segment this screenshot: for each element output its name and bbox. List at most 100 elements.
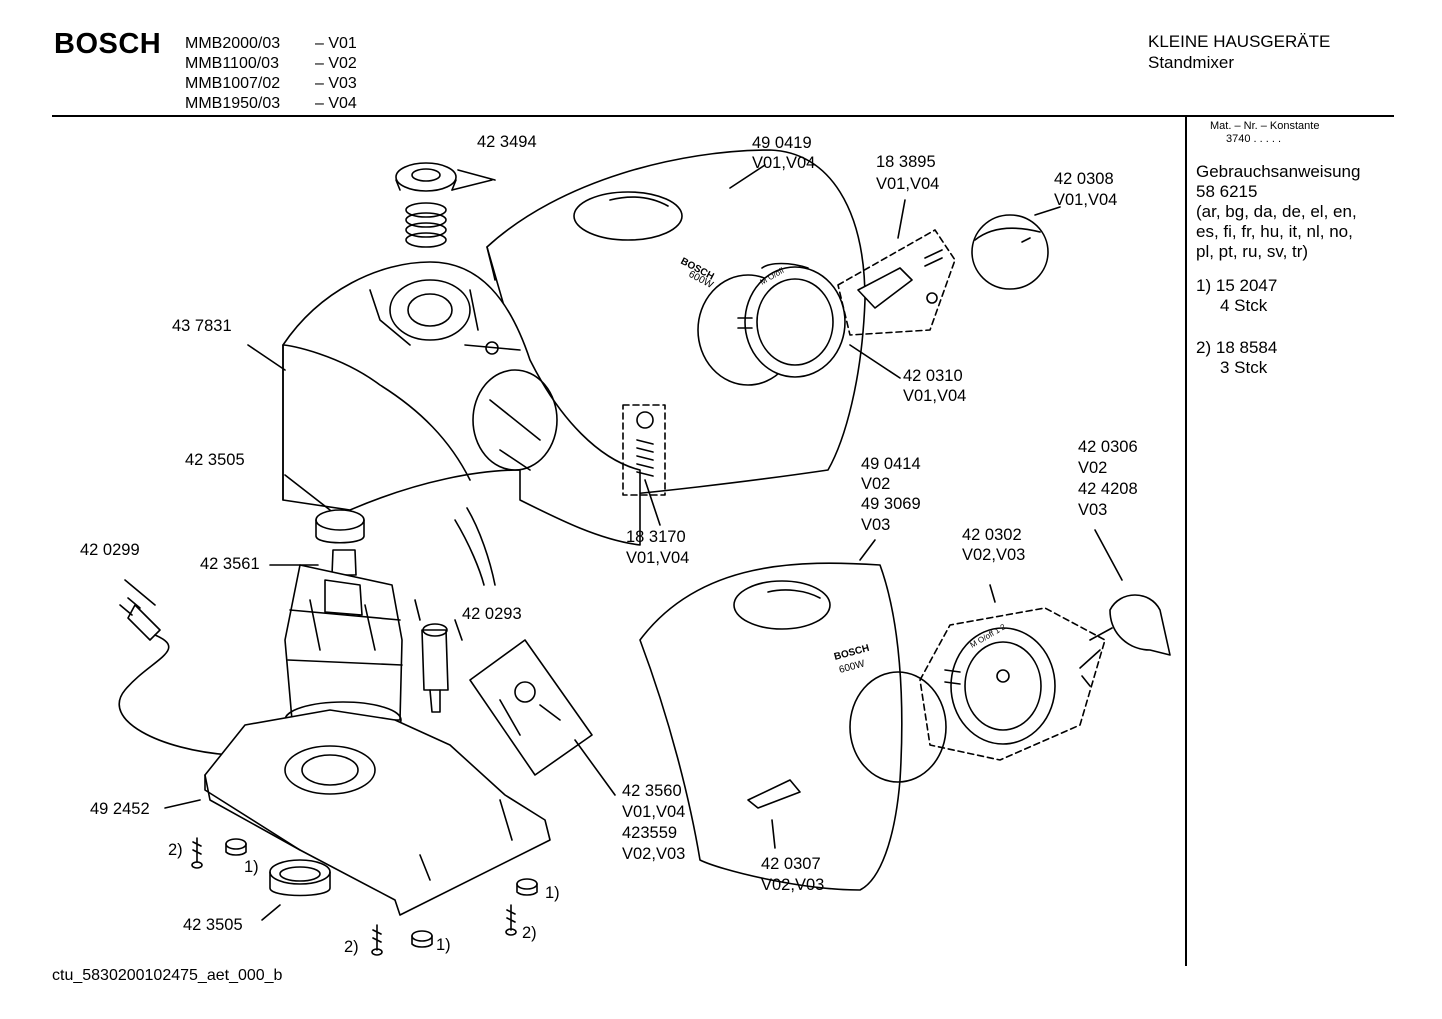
model-variant: – V03 xyxy=(315,75,357,92)
document-code: ctu_5830200102475_aet_000_b xyxy=(52,967,283,984)
manual-languages: es, fi, fr, hu, it, nl, no, xyxy=(1196,222,1353,241)
manual-number: 58 6215 xyxy=(1196,182,1258,201)
part-variant: V01,V04 xyxy=(903,387,967,405)
category-subtitle: Standmixer xyxy=(1148,53,1234,72)
footnote-marker: 2) xyxy=(168,841,183,859)
part-variant: V01,V04 xyxy=(1054,191,1118,209)
part-variant: V02,V03 xyxy=(962,546,1026,564)
part-label: 42 0310 xyxy=(903,367,963,385)
part-label: 42 0299 xyxy=(80,541,140,559)
note-key: 1) xyxy=(1196,276,1212,295)
connector-420307 xyxy=(747,779,801,849)
note-1: 1) 15 2047 xyxy=(1196,276,1386,296)
part-label: 42 0293 xyxy=(462,605,522,623)
note-1-qty: 4 Stck xyxy=(1220,296,1268,315)
part-label: 42 0302 xyxy=(962,526,1022,544)
control-board xyxy=(469,639,616,796)
footnote-marker: 2) xyxy=(344,938,359,956)
model-list: MMB2000/03 – V01 MMB1100/03 – V02 MMB1007/… xyxy=(185,34,357,114)
exploded-parts-diagram: BOSCH 600W M O/off BOSCH 600W M O/off 1 … xyxy=(118,149,1171,956)
manual-languages: (ar, bg, da, de, el, en, xyxy=(1196,202,1357,221)
note-2-qty: 3 Stck xyxy=(1220,358,1268,377)
knob-420308 xyxy=(971,206,1061,290)
part-label: 42 0307 xyxy=(761,855,821,873)
rubber-foot xyxy=(225,838,247,856)
model-row: MMB1007/02 – V03 xyxy=(185,74,357,94)
part-label: 43 7831 xyxy=(172,317,232,335)
part-label: 49 0414 xyxy=(861,455,921,473)
part-label: 42 4208 xyxy=(1078,480,1138,498)
part-label: 423559 xyxy=(622,824,678,842)
part-label: 42 3494 xyxy=(477,133,537,151)
front-cover-bottom xyxy=(639,539,947,891)
part-label: 42 3561 xyxy=(200,555,260,573)
screw xyxy=(191,837,203,869)
part-label: 42 0308 xyxy=(1054,170,1114,188)
part-label: 49 3069 xyxy=(861,495,921,513)
sidebar-divider xyxy=(1185,116,1187,966)
front-cover-dial-ring xyxy=(697,262,846,386)
main-housing xyxy=(282,261,641,586)
part-variant: V02 xyxy=(1078,459,1108,477)
switch-assembly xyxy=(837,199,956,336)
manual-languages: pl, pt, ru, sv, tr) xyxy=(1196,242,1309,261)
rubber-foot xyxy=(411,930,433,948)
part-label: 49 0419 xyxy=(752,134,812,152)
knob-420306 xyxy=(1089,529,1171,656)
mat-label: Mat. – Nr. – Konstante xyxy=(1210,120,1320,132)
footnote-marker: 2) xyxy=(522,924,537,942)
part-variant: V02 xyxy=(861,475,891,493)
note-part: 18 8584 xyxy=(1215,338,1278,357)
capacitor xyxy=(414,599,463,713)
mat-value: 3740 . . . . . xyxy=(1226,133,1282,145)
part-variant: V02,V03 xyxy=(622,845,686,863)
bearing-ring-lower xyxy=(269,859,331,897)
footnote-marker: 1) xyxy=(545,884,560,902)
header-divider xyxy=(52,115,1394,117)
rubber-foot xyxy=(516,878,538,896)
part-variant: V03 xyxy=(861,516,891,534)
spring-183170 xyxy=(622,404,666,526)
manual-title: Gebrauchsanweisung xyxy=(1196,162,1361,181)
footnote-marker: 1) xyxy=(244,858,259,876)
model-row: MMB1100/03 – V02 xyxy=(185,54,357,74)
screw xyxy=(505,904,517,936)
category-block: KLEINE HAUSGERÄTE Standmixer xyxy=(1148,31,1330,73)
note-key: 2) xyxy=(1196,338,1212,357)
part-label: 18 3170 xyxy=(626,528,686,546)
front-cover-top xyxy=(486,149,866,501)
model-row: MMB2000/03 – V01 xyxy=(185,34,357,54)
part-variant: V01,V04 xyxy=(752,154,816,172)
model-variant: – V04 xyxy=(315,95,357,112)
part-label: 18 3895 xyxy=(876,153,936,171)
model-number: MMB2000/03 xyxy=(185,35,281,52)
part-variant: V02,V03 xyxy=(761,876,825,894)
part-variant: V01,V04 xyxy=(876,175,940,193)
model-variant: – V02 xyxy=(315,55,357,72)
model-row: MMB1950/03 – V04 xyxy=(185,94,357,114)
note-part: 15 2047 xyxy=(1215,276,1278,295)
model-number: MMB1007/02 xyxy=(185,75,281,92)
screw xyxy=(371,924,383,956)
motor-assembly xyxy=(269,549,403,739)
bearing-ring xyxy=(315,509,365,544)
note-2: 2) 18 8584 xyxy=(1196,338,1386,358)
footnote-marker: 1) xyxy=(436,936,451,954)
part-label: 42 3505 xyxy=(185,451,245,469)
model-variant: – V01 xyxy=(315,35,357,52)
part-variant: V01,V04 xyxy=(626,549,690,567)
part-label: 42 3560 xyxy=(622,782,682,800)
base-plate xyxy=(164,709,551,916)
part-label: 42 0306 xyxy=(1078,438,1138,456)
category-title: KLEINE HAUSGERÄTE xyxy=(1148,32,1331,51)
dial-420302 xyxy=(919,584,1106,761)
sidebar: Mat. – Nr. – Konstante 3740 . . . . . Ge… xyxy=(1196,120,1386,378)
part-variant: V01,V04 xyxy=(622,803,686,821)
top-clamp-ring xyxy=(395,162,496,248)
model-number: MMB1100/03 xyxy=(185,55,279,72)
part-label: 42 3505 xyxy=(183,916,243,934)
part-label: 49 2452 xyxy=(90,800,150,818)
part-variant: V03 xyxy=(1078,501,1108,519)
model-number: MMB1950/03 xyxy=(185,95,281,112)
brand-logo: BOSCH xyxy=(54,28,162,60)
